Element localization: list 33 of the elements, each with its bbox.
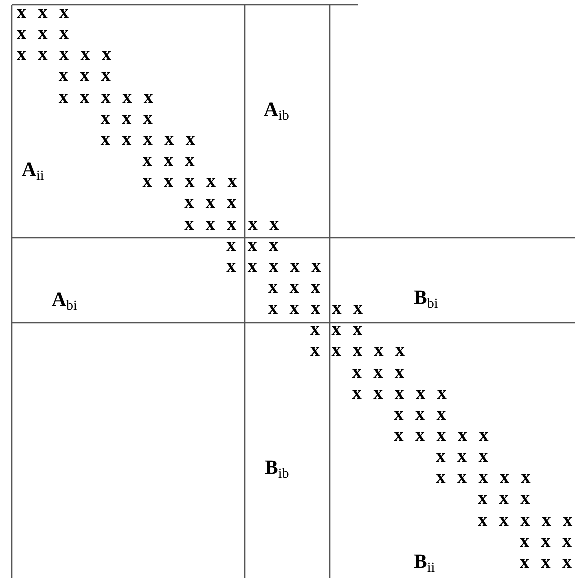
- matrix-entry-row: x x x: [520, 532, 572, 552]
- matrix-entry-row: x x x: [520, 552, 572, 573]
- matrix-entry-row: x x x x x: [268, 299, 364, 320]
- block-label: A$_{ii}$: [22, 158, 44, 186]
- matrix-entry-row: x x x: [268, 278, 321, 298]
- block-label: A$_{ib}$: [264, 98, 290, 126]
- matrix-entry-row: x x x x x: [142, 172, 238, 192]
- block-label: B$_{ii}$: [414, 550, 436, 578]
- block-label: B$_{bi}$: [414, 286, 438, 314]
- matrix-entry-row: x x x: [310, 320, 362, 340]
- matrix-entry-row: x x x x x: [58, 88, 154, 108]
- matrix-entry-row: x x x: [226, 236, 279, 256]
- matrix-entry-row: x x x x x: [100, 130, 196, 150]
- matrix-entry-row: x x x: [394, 404, 446, 425]
- matrix-entry-row: x x x: [184, 193, 237, 214]
- matrix-entry-row: x x x: [436, 447, 488, 468]
- matrix-entry-row: x x x: [100, 108, 153, 129]
- matrix-entry-row: x x x x x: [17, 45, 112, 66]
- matrix-entry-row: x x x x x: [436, 468, 531, 488]
- matrix-entry-row: x x x: [478, 489, 530, 510]
- matrix-entry-row: x x x: [142, 151, 195, 172]
- matrix-entry-row: x x x: [352, 362, 404, 383]
- matrix-entry-row: x x x x x: [394, 426, 489, 446]
- matrix-entry-row: x x x x x: [310, 341, 405, 362]
- matrix-entry-row: x x x: [17, 3, 69, 23]
- matrix-entry-row: x x x x x: [478, 510, 573, 531]
- matrix-entry-row: x x x x x: [184, 214, 280, 234]
- block-label: B$_{ib}$: [265, 456, 290, 484]
- matrix-entry-row: x x x: [58, 66, 111, 86]
- matrix-entry-row: x x x x x: [226, 256, 322, 277]
- matrix-entry-row: x x x x x: [352, 384, 447, 404]
- matrix-entry-row: x x x: [17, 24, 69, 44]
- block-label: A$_{bi}$: [52, 288, 78, 316]
